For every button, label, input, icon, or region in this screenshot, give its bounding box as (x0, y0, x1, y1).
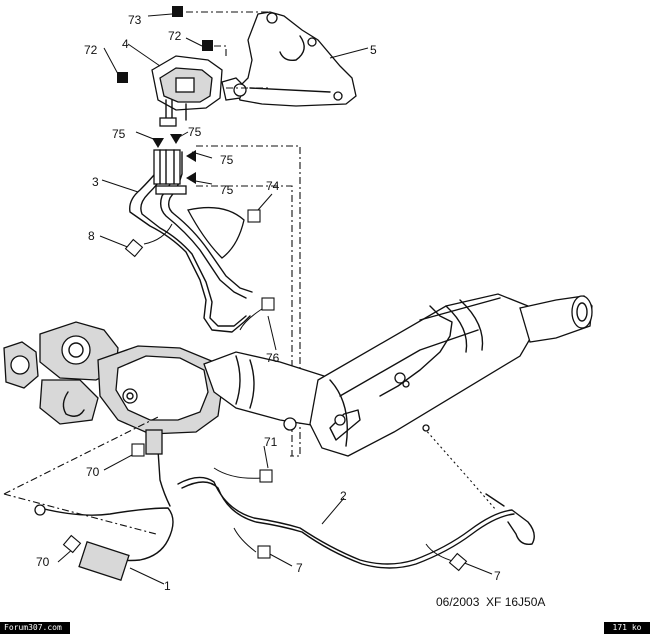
footer-site-label: Forum307.com (0, 622, 70, 634)
marker-7-left (257, 545, 271, 559)
callout-2: 2 (340, 489, 347, 503)
arrow-7-left (233, 527, 257, 553)
sensor-cable-part-2 (177, 476, 535, 565)
callout-75-c: 75 (220, 153, 234, 167)
marker-76 (261, 297, 275, 311)
callout-7-left: 7 (296, 561, 303, 575)
right-connector (422, 424, 430, 432)
cable-tail (485, 493, 505, 507)
marker-73 (172, 6, 183, 17)
marker-74 (247, 209, 261, 223)
reference-line-upper (196, 145, 301, 457)
marker-7-right (448, 552, 468, 572)
diagram-caption: 06/2003 XF 16J50A (436, 595, 545, 609)
sensor-cable-part-1-b (157, 449, 171, 507)
callout-72-left: 72 (84, 43, 98, 57)
marker-75-c (186, 150, 196, 162)
marker-71 (259, 469, 273, 483)
alignment-line-lower-left (3, 415, 161, 535)
reference-line-right (423, 427, 497, 511)
alignment-line-72 (214, 45, 227, 56)
callout-7-right: 7 (494, 569, 501, 583)
callout-70-upper: 70 (86, 465, 100, 479)
hose-assembly-part-3 (129, 149, 253, 333)
arrow-8 (143, 223, 173, 245)
callout-5: 5 (370, 43, 377, 57)
callout-75-d: 75 (220, 183, 234, 197)
sensor-cable-part-2-b (181, 481, 515, 569)
marker-75-d (186, 172, 196, 184)
marker-72-left (117, 72, 128, 83)
bracket-part-5 (235, 11, 357, 107)
callout-71: 71 (264, 435, 278, 449)
arrow-71 (213, 467, 263, 479)
callout-8: 8 (88, 229, 95, 243)
marker-70-upper (131, 443, 145, 457)
callout-1: 1 (164, 579, 171, 593)
marker-72-top (202, 40, 213, 51)
particulate-filter (203, 293, 593, 457)
turbocharger-assembly (3, 321, 223, 435)
marker-75-b (170, 134, 182, 144)
sensor-cable-part-1 (39, 507, 174, 562)
callout-3: 3 (92, 175, 99, 189)
sensor-lead-upper (379, 305, 453, 397)
callout-76: 76 (266, 351, 280, 365)
marker-70-lower (62, 534, 82, 554)
callout-4: 4 (122, 37, 129, 51)
callout-74: 74 (266, 179, 280, 193)
marker-8 (124, 238, 144, 258)
sensor-connector-1 (78, 541, 130, 581)
marker-75-a (152, 138, 164, 148)
sensor-connector-lower (145, 429, 163, 455)
hose-clip (187, 206, 245, 259)
callout-72-top: 72 (168, 29, 182, 43)
cable-end-fitting (34, 504, 46, 516)
callout-73: 73 (128, 13, 142, 27)
callout-75-b: 75 (188, 125, 202, 139)
callout-75-a: 75 (112, 127, 126, 141)
footer-size-label: 171 ko (604, 622, 650, 634)
pressure-sensor-part-4 (151, 55, 247, 127)
callout-70-lower: 70 (36, 555, 50, 569)
